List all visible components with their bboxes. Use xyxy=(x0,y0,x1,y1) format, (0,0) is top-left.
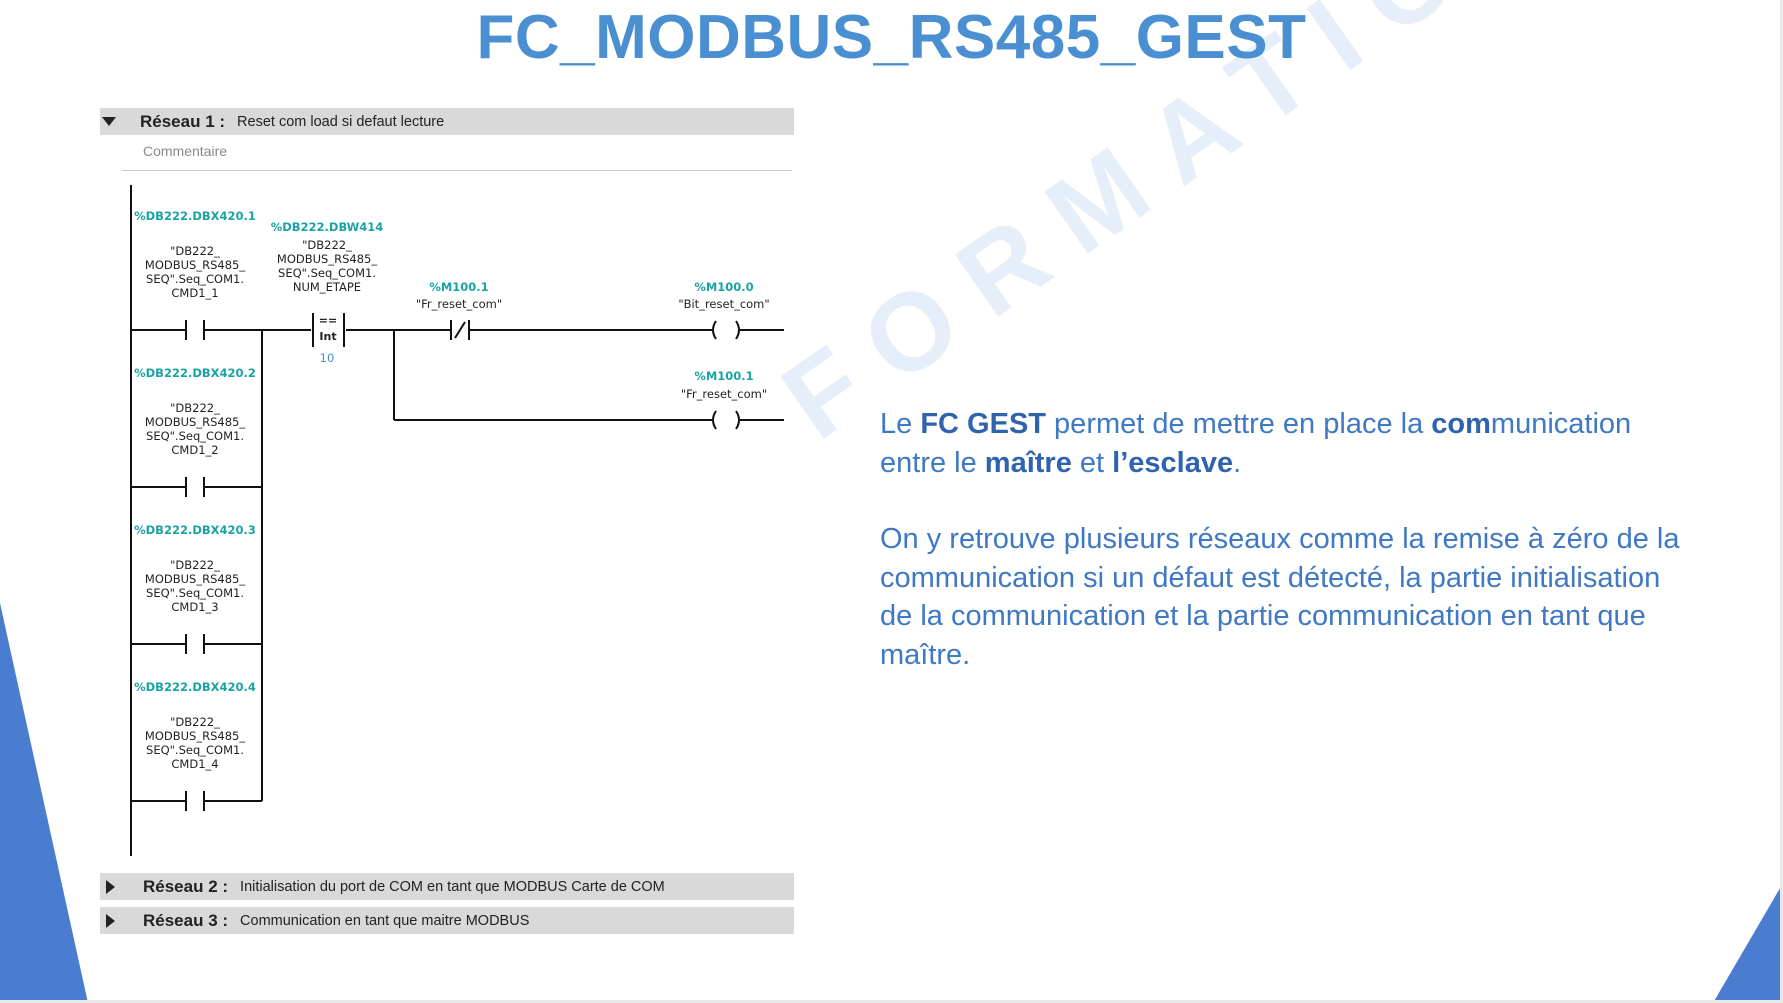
contact-3-symbol-1: "DB222_ xyxy=(170,558,220,572)
paragraph-fragment: Le xyxy=(880,408,921,440)
coil-1-symbol: "Bit_reset_com" xyxy=(678,297,769,311)
coil-2 xyxy=(712,410,740,430)
nc-contact-symbol: "Fr_reset_com" xyxy=(416,297,502,311)
contact-no-4 xyxy=(185,791,205,811)
paragraph-fragment: . xyxy=(1233,446,1242,479)
contact-1-address: %DB222.DBX420.1 xyxy=(134,209,256,223)
paragraph-details: On y retrouve plusieurs réseaux comme la… xyxy=(880,523,1680,671)
contact-3-symbol-4: CMD1_3 xyxy=(171,600,218,614)
contact-1-symbol-1: "DB222_ xyxy=(170,244,220,258)
contact-4-symbol-2: MODBUS_RS485_ xyxy=(145,729,245,743)
expand-arrow-icon[interactable] xyxy=(106,913,115,928)
compare-address: %DB222.DBW414 xyxy=(271,220,384,234)
network-3-header[interactable]: Réseau 3 : Communication en tant que mai… xyxy=(100,907,794,934)
paragraph-fragment: permet de mettre en place la xyxy=(1046,408,1432,440)
compare-symbol-1: "DB222_ xyxy=(302,238,352,252)
network-1-name: Réseau 1 : xyxy=(140,111,226,131)
paragraph-intro: Le FC GEST permet de mettre en place la … xyxy=(880,405,1700,482)
ladder-diagram: %DB222.DBX420.1 "DB222_ MODBUS_RS485_ SE… xyxy=(130,185,784,856)
contact-4-symbol-4: CMD1_4 xyxy=(171,757,218,771)
contact-3-symbol-3: SEQ".Seq_COM1. xyxy=(146,586,244,600)
contact-nc xyxy=(450,320,470,340)
network-1-description: Reset com load si defaut lecture xyxy=(237,113,445,130)
contact-no-3 xyxy=(185,634,205,654)
network-2-name: Réseau 2 : xyxy=(143,876,229,896)
network-3-description: Communication en tant que maitre MODBUS xyxy=(240,912,530,929)
contact-2-symbol-4: CMD1_2 xyxy=(171,443,218,457)
network-3-name: Réseau 3 : xyxy=(143,910,229,930)
contact-3-address: %DB222.DBX420.3 xyxy=(134,523,256,537)
paragraph-fragment: munication entre le xyxy=(880,408,1632,479)
network-2-header[interactable]: Réseau 2 : Initialisation du port de COM… xyxy=(100,873,794,900)
contact-4-symbol-1: "DB222_ xyxy=(170,715,220,729)
slide-edge-bottom xyxy=(0,1000,1783,1003)
contact-4-address: %DB222.DBX420.4 xyxy=(134,680,256,694)
contact-1-symbol-3: SEQ".Seq_COM1. xyxy=(146,272,244,286)
contact-4-symbol-3: SEQ".Seq_COM1. xyxy=(146,743,244,757)
network-1-comment[interactable]: Commentaire xyxy=(143,143,228,159)
paragraph-fragment: com xyxy=(1431,408,1491,440)
slide-edge-right xyxy=(1780,0,1783,1003)
contact-no-2 xyxy=(185,477,205,497)
contact-1-symbol-2: MODBUS_RS485_ xyxy=(145,258,245,272)
paragraph-fragment: maître xyxy=(984,446,1072,479)
contact-2-address: %DB222.DBX420.2 xyxy=(134,366,256,380)
paragraph-fragment: et xyxy=(1071,446,1113,479)
slide-title: FC_MODBUS_RS485_GEST xyxy=(476,3,1307,72)
compare-symbol-4: NUM_ETAPE xyxy=(293,280,361,294)
compare-symbol-3: SEQ".Seq_COM1. xyxy=(278,266,376,280)
compare-contact xyxy=(312,313,345,347)
compare-value: 10 xyxy=(320,351,335,365)
contact-no-1 xyxy=(185,320,205,340)
nc-contact-address: %M100.1 xyxy=(429,280,488,294)
compare-type: Int xyxy=(319,330,336,343)
contact-2-symbol-2: MODBUS_RS485_ xyxy=(145,415,245,429)
decor-triangle-right xyxy=(1713,883,1783,1003)
network-1-header[interactable]: Réseau 1 : Reset com load si defaut lect… xyxy=(100,108,794,135)
contact-2-symbol-1: "DB222_ xyxy=(170,401,220,415)
contact-1-symbol-4: CMD1_1 xyxy=(171,286,218,300)
decor-triangle-left xyxy=(0,603,88,1003)
paragraph-fragment: FC GEST xyxy=(920,408,1046,440)
comment-divider xyxy=(122,170,792,171)
paragraph-fragment: l’esclave xyxy=(1112,446,1234,479)
coil-1-address: %M100.0 xyxy=(694,280,753,294)
contact-2-symbol-3: SEQ".Seq_COM1. xyxy=(146,429,244,443)
coil-2-symbol: "Fr_reset_com" xyxy=(681,387,767,401)
network-2-description: Initialisation du port de COM en tant qu… xyxy=(240,878,665,895)
collapse-arrow-icon[interactable] xyxy=(102,117,116,126)
compare-symbol-2: MODBUS_RS485_ xyxy=(277,252,377,266)
coil-2-address: %M100.1 xyxy=(694,369,753,383)
coil-1 xyxy=(712,320,740,340)
contact-3-symbol-2: MODBUS_RS485_ xyxy=(145,572,245,586)
expand-arrow-icon[interactable] xyxy=(106,879,115,894)
compare-operator: == xyxy=(319,314,337,327)
